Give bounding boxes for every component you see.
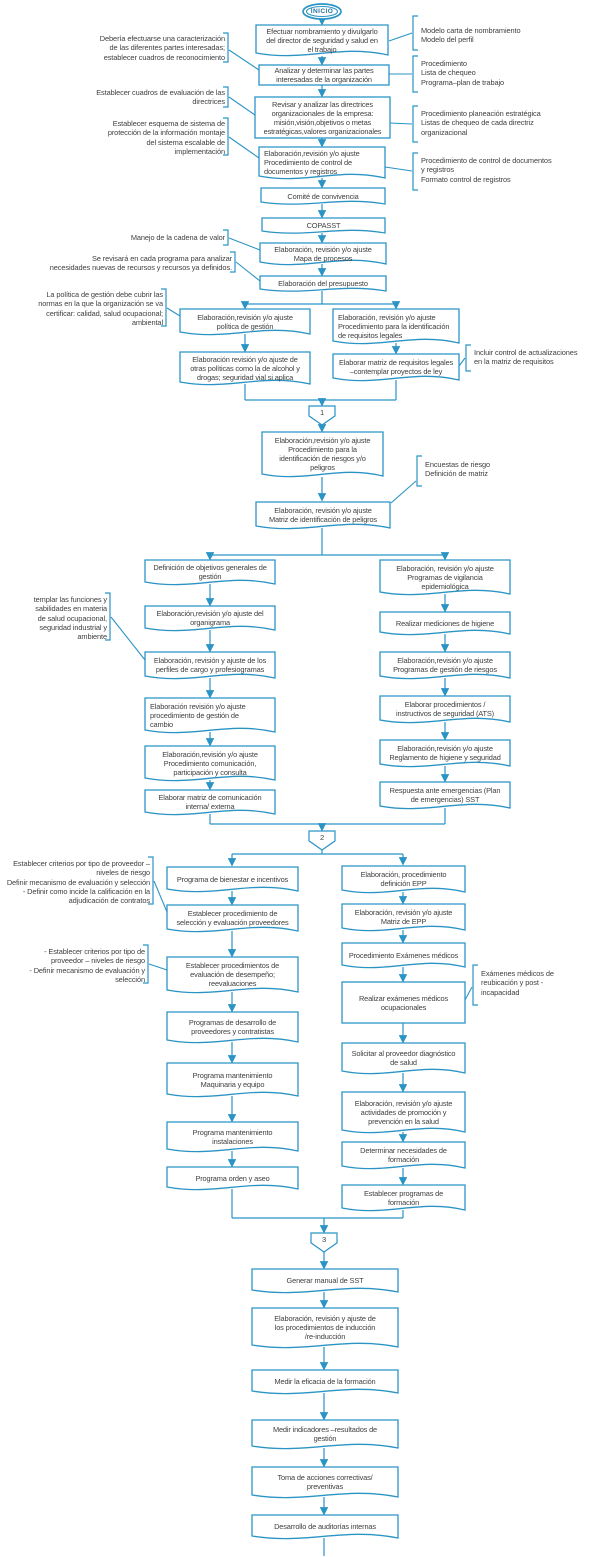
note-revision-recursos-bracket (230, 251, 236, 273)
ref-planeacion-estrategica-bracket (412, 105, 418, 143)
determinar-necesidades-formacion-shape (341, 1141, 466, 1170)
ref-control-documentos-leader (384, 166, 413, 172)
note-caracterizacion-bracket (223, 32, 229, 63)
mantenimiento-instalaciones-shape (166, 1121, 299, 1153)
note-cuadros-evaluacion-bracket (223, 86, 229, 108)
acciones-correctivas-shape (251, 1466, 399, 1499)
orden-aseo-shape (166, 1166, 299, 1191)
control-documentos-registros-shape (258, 146, 386, 180)
note-funciones-responsabilidades-bracket (105, 592, 111, 641)
analizar-partes-interesadas-shape (258, 64, 390, 86)
note-cuadros-evaluacion-leader (228, 96, 256, 116)
matriz-epp-shape (341, 903, 466, 932)
perfiles-cargo-shape (144, 651, 276, 680)
note-politica-normas-leader (166, 307, 181, 317)
note-caracterizacion-leader (228, 49, 260, 71)
note-criterios-proveedor-2-bracket (143, 944, 149, 984)
organigrama-shape (144, 605, 276, 632)
note-politica-normas-bracket (161, 288, 167, 327)
ref-planeacion-estrategica-leader (389, 122, 413, 125)
matriz-identificacion-peligros-shape (255, 501, 391, 530)
note-cadena-valor-bracket (223, 229, 229, 246)
shape-layer (144, 3, 511, 1540)
identificacion-requisitos-legales-shape (332, 308, 460, 345)
otras-politicas-shape (179, 351, 311, 386)
elaboracion-presupuesto-shape (259, 275, 387, 292)
ref-modelo-carta-bracket (412, 15, 418, 51)
programas-gestion-riesgos-shape (379, 651, 511, 680)
gestion-cambio-shape (144, 697, 276, 734)
ref-examenes-reubicacion-leader (464, 986, 473, 1001)
note-criterios-proveedor-1-leader (153, 880, 168, 913)
conector-1-shape (308, 405, 336, 426)
mapa-procesos-shape (259, 242, 387, 266)
ref-examenes-reubicacion-bracket (472, 964, 478, 1006)
ref-control-documentos-bracket (412, 152, 418, 191)
solicitar-diagnostico-salud-shape (341, 1042, 466, 1075)
evaluacion-desempeno-shape (166, 956, 299, 994)
realizar-examenes-medicos-shape (341, 981, 466, 1024)
induccion-reinduccion-shape (251, 1307, 399, 1349)
ref-modelo-carta-leader (388, 32, 413, 42)
note-criterios-proveedor-1-bracket (148, 856, 154, 905)
ref-procedimiento-chequeo-bracket (412, 55, 418, 93)
politica-gestion-shape (179, 308, 311, 336)
note-criterios-proveedor-2-leader (148, 963, 168, 971)
programas-formacion-shape (341, 1184, 466, 1212)
manual-sst-shape (251, 1268, 399, 1294)
ref-actualizaciones-matriz-leader (458, 357, 466, 367)
note-cadena-valor-leader (228, 237, 261, 251)
procedimiento-examenes-medicos-shape (341, 942, 466, 969)
eficacia-formacion-shape (251, 1369, 399, 1395)
bienestar-incentivos-shape (166, 866, 299, 893)
reglamento-higiene-seguridad-shape (379, 739, 511, 768)
note-revision-recursos-leader (235, 261, 261, 282)
instructivos-seguridad-ats-shape (379, 695, 511, 724)
ref-actualizaciones-matriz-bracket (465, 344, 471, 372)
auditorias-internas-shape (251, 1514, 399, 1540)
mediciones-higiene-shape (379, 611, 511, 636)
matriz-requisitos-legales-shape (332, 353, 460, 382)
definicion-epp-shape (341, 865, 466, 894)
note-bracket-layer (105, 15, 478, 1006)
efectuar-nombramiento-shape (255, 24, 389, 57)
inicio-inner-ring (305, 5, 339, 18)
indicadores-resultados-shape (251, 1419, 399, 1450)
revisar-directrices-shape (254, 96, 391, 139)
note-funciones-responsabilidades-leader (110, 616, 146, 661)
note-esquema-proteccion-bracket (223, 117, 229, 156)
conector-2-shape (308, 830, 336, 851)
note-esquema-proteccion-leader (228, 136, 260, 159)
edge-layer (205, 17, 450, 1556)
copasst-shape (261, 217, 386, 234)
desarrollo-proveedores-shape (166, 1011, 299, 1044)
mantenimiento-maquinaria-shape (166, 1062, 299, 1098)
conector-3-shape (310, 1232, 338, 1253)
ref-encuestas-riesgo-bracket (416, 455, 422, 487)
seleccion-proveedores-shape (166, 904, 299, 933)
identificacion-riesgos-peligros-shape (261, 431, 384, 478)
comunicacion-participacion-shape (144, 745, 276, 782)
matriz-comunicacion-shape (144, 789, 276, 816)
ref-encuestas-riesgo-leader (390, 480, 417, 504)
vigilancia-epidemiologica-shape (379, 559, 511, 596)
objetivos-generales-shape (144, 559, 276, 586)
promocion-prevencion-salud-shape (341, 1091, 466, 1134)
respuesta-emergencias-shape (379, 781, 511, 810)
comite-convivencia-shape (260, 187, 386, 205)
